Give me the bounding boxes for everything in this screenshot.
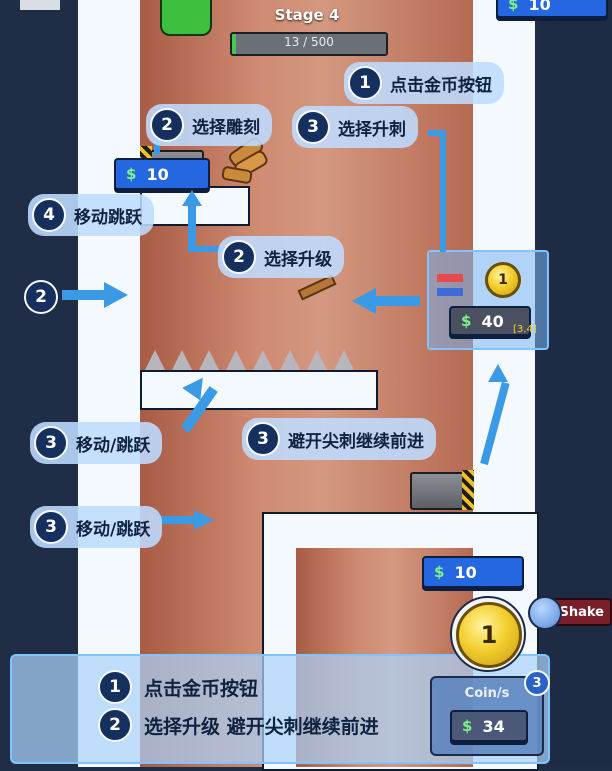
arrow-right-1 xyxy=(62,290,106,300)
connector-v xyxy=(440,130,446,252)
spike-ledge xyxy=(140,370,378,410)
coin-rate-value-box: $ 34 xyxy=(450,710,528,742)
label-text: 移动跳跃 xyxy=(74,207,142,228)
blue-dart-icon xyxy=(437,288,463,296)
label-text: 选择雕刻 xyxy=(192,117,260,138)
step-number: 2 xyxy=(150,108,184,142)
label-move-jump: 4 移动跳跃 xyxy=(28,194,154,236)
step-number: 3 xyxy=(246,422,280,456)
dollar-icon: $ xyxy=(462,717,473,735)
arrow-right-1-head xyxy=(104,282,128,308)
turret-shop-card[interactable]: 1 $ 40 [3.4] xyxy=(427,250,549,350)
turret-coin-icon: 1 xyxy=(485,262,521,298)
spike-row xyxy=(145,350,365,370)
arrow-left xyxy=(376,296,420,306)
turret-price-value: 40 xyxy=(481,311,504,331)
dollar-icon: $ xyxy=(434,563,445,581)
label-step-2-left: 2 xyxy=(24,280,58,314)
tutorial-line-1: 1 点击金币按钮 xyxy=(98,670,258,704)
wood-scrap-icon xyxy=(297,274,338,301)
arrow-left-head xyxy=(352,288,376,314)
label-choose-upgrade: 2 选择升级 xyxy=(218,236,344,278)
shake-label: Shake xyxy=(559,604,604,620)
coin-rate-label: Coin/s xyxy=(464,686,510,701)
stage-progress-fill xyxy=(232,34,236,54)
arrow-up-1-head xyxy=(182,190,202,206)
step-number: 1 xyxy=(98,670,132,704)
stage-label: Stage 4 xyxy=(274,6,340,24)
green-pipe xyxy=(160,0,212,36)
label-choose-carve: 2 选择雕刻 xyxy=(146,104,272,146)
tutorial-line-2-text: 选择升级 避开尖刺继续前进 xyxy=(144,715,379,738)
step-number: 3 xyxy=(296,110,330,144)
arrow-right-2-head xyxy=(194,510,214,530)
top-money-display: $ 10 xyxy=(496,0,608,18)
arrow-right-2 xyxy=(160,516,196,524)
connector-h xyxy=(428,130,446,136)
label-text: 移动/跳跃 xyxy=(76,435,151,456)
cannon-lower xyxy=(410,472,470,510)
label-text: 避开尖刺继续前进 xyxy=(288,431,424,452)
left-wall xyxy=(78,0,140,767)
turret-price-button[interactable]: $ 40 xyxy=(449,306,531,336)
label-tap-coin: 1 点击金币按钮 xyxy=(344,62,504,104)
step-number: 3 xyxy=(34,510,68,544)
label-avoid-spikes: 3 避开尖刺继续前进 xyxy=(242,418,436,460)
step-number: 2 xyxy=(24,280,58,314)
bomb-icon xyxy=(528,596,562,630)
arrow-up-1-tail xyxy=(188,246,224,252)
label-move-jump-1: 3 移动/跳跃 xyxy=(30,422,163,464)
top-money-value: 10 xyxy=(528,0,551,14)
step-number: 3 xyxy=(34,426,68,460)
dollar-icon: $ xyxy=(126,165,137,183)
ledge-price-button[interactable]: $ 10 xyxy=(114,158,210,190)
arrow-up-1 xyxy=(188,196,196,250)
label-text: 选择升刺 xyxy=(338,119,406,140)
connector-small xyxy=(154,140,160,154)
tutorial-line-2: 2 选择升级 避开尖刺继续前进 xyxy=(98,708,379,742)
upgrade-badge: 3 xyxy=(524,670,550,696)
arrow-up-2-head xyxy=(488,364,508,382)
bottom-price-button[interactable]: $ 10 xyxy=(422,556,524,588)
hazard-stripe-lower xyxy=(462,470,474,510)
step-number: 2 xyxy=(222,240,256,274)
step-number: 1 xyxy=(348,66,382,100)
bottom-price-value: 10 xyxy=(454,562,477,582)
right-backdrop xyxy=(540,0,612,767)
label-move-jump-2: 3 移动/跳跃 xyxy=(30,506,163,548)
turret-level: [3.4] xyxy=(513,324,537,335)
label-text: 选择升级 xyxy=(264,249,332,270)
dollar-icon: $ xyxy=(508,0,519,13)
ledge-price-value: 10 xyxy=(146,164,169,184)
label-text: 点击金币按钮 xyxy=(390,75,492,96)
tutorial-line-1-text: 点击金币按钮 xyxy=(144,677,259,700)
step-number: 4 xyxy=(32,198,66,232)
coin-rate-value: 34 xyxy=(482,716,505,736)
step-number: 2 xyxy=(98,708,132,742)
stage-progress-text: 13 / 500 xyxy=(284,35,334,49)
dollar-icon: $ xyxy=(461,312,472,330)
coin-button[interactable]: 1 xyxy=(456,602,522,668)
label-choose-spike-upgrade: 3 选择升刺 xyxy=(292,106,418,148)
label-text: 移动/跳跃 xyxy=(76,519,151,540)
red-dart-icon xyxy=(437,274,463,282)
wood-pile-icon xyxy=(221,135,270,185)
stage-progress-bar: 13 / 500 xyxy=(230,32,388,56)
corner-sprite xyxy=(20,0,60,10)
